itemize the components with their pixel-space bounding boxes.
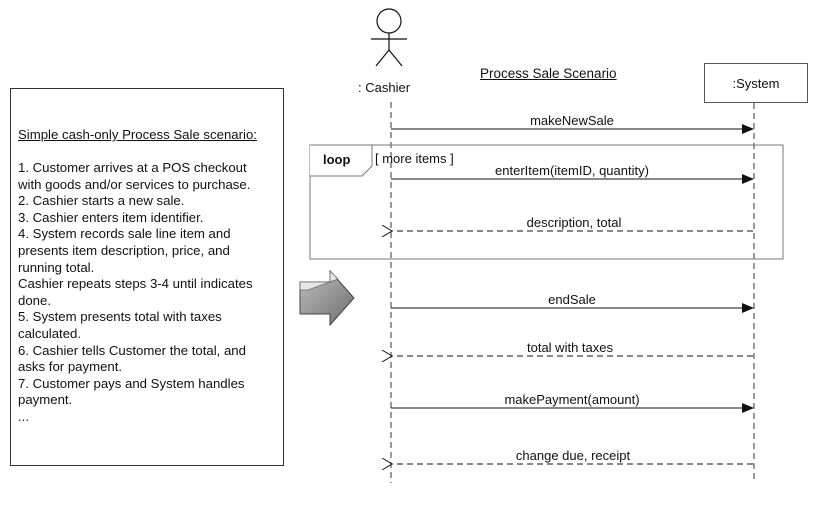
scenario-line: 7. Customer pays and System handles bbox=[18, 375, 245, 391]
message-label: endSale bbox=[548, 292, 596, 307]
block-arrow-icon bbox=[299, 269, 355, 327]
scenario-line: running total. bbox=[18, 259, 95, 275]
scenario-line: presents item description, price, and bbox=[18, 242, 230, 258]
system-label: :System bbox=[732, 75, 780, 91]
return-label: description, total bbox=[526, 215, 622, 230]
scenario-line: 2. Cashier starts a new sale. bbox=[18, 193, 185, 209]
message-label: enterItem(itemID, quantity) bbox=[495, 163, 649, 178]
scenario-line: 6. Cashier tells Customer the total, and bbox=[18, 342, 246, 358]
loop-fragment bbox=[309, 144, 784, 260]
scenario-heading: Simple cash-only Process Sale scenario: bbox=[18, 127, 257, 142]
scenario-line: 5. System presents total with taxes bbox=[18, 309, 222, 325]
message-label: makePayment(amount) bbox=[504, 392, 640, 407]
loop-label: loop bbox=[323, 152, 351, 167]
message-label: makeNewSale bbox=[530, 113, 614, 128]
return-label: total with taxes bbox=[527, 340, 613, 355]
actor-icon bbox=[371, 8, 407, 67]
scenario-line: 1. Customer arrives at a POS checkout bbox=[18, 160, 247, 175]
scenario-line: with goods and/or services to purchase. bbox=[18, 176, 251, 192]
scenario-line: 4. System records sale line item and bbox=[18, 226, 231, 242]
scenario-line: done. bbox=[18, 292, 52, 308]
scenario-box bbox=[10, 88, 284, 466]
scenario-line: Cashier repeats steps 3-4 until indicate… bbox=[18, 276, 253, 292]
loop-guard: [ more items ] bbox=[375, 151, 454, 166]
diagram-title: Process Sale Scenario bbox=[480, 66, 617, 81]
scenario-text: 1. Customer arrives at a POS checkout wi… bbox=[18, 160, 280, 426]
scenario-line: payment. bbox=[18, 392, 73, 408]
scenario-line: 3. Cashier enters item identifier. bbox=[18, 209, 204, 225]
cashier-label: : Cashier bbox=[358, 80, 411, 95]
scenario-line: ... bbox=[18, 408, 29, 424]
scenario-line: asks for payment. bbox=[18, 359, 123, 375]
return-label: change due, receipt bbox=[515, 448, 631, 463]
scenario-line: calculated. bbox=[18, 325, 82, 341]
system-box: :System bbox=[704, 63, 808, 103]
